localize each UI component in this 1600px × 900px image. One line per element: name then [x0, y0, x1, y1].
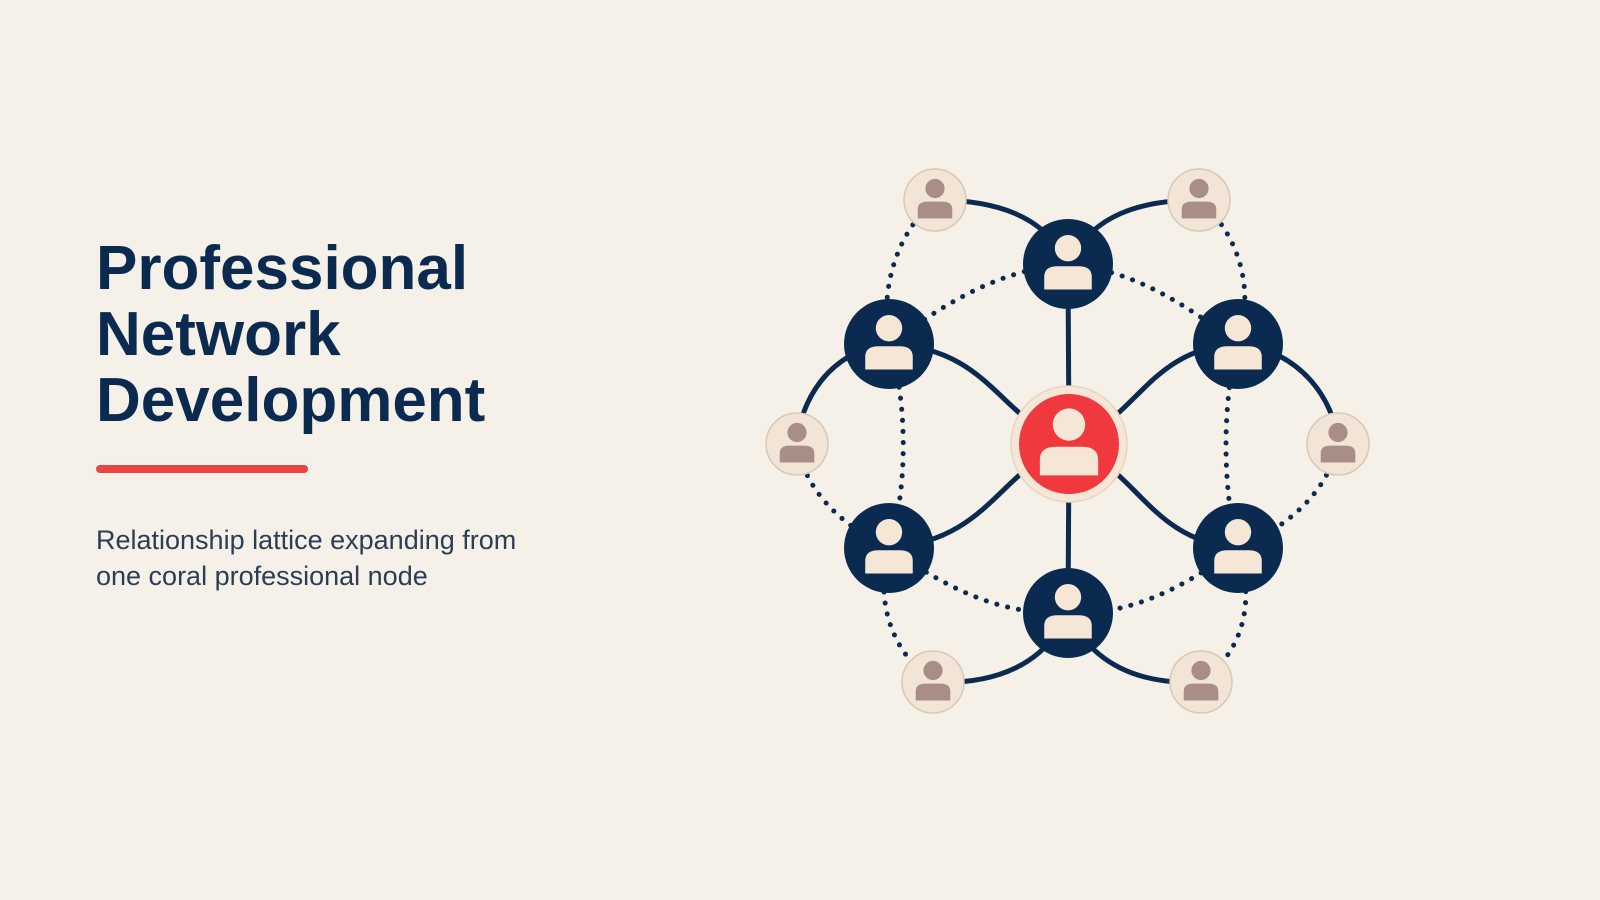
subtitle-line-1: Relationship lattice expanding from	[96, 525, 517, 555]
outer-node-left	[765, 412, 829, 476]
title-line-2: Network	[96, 300, 341, 369]
person-icon	[865, 518, 913, 574]
person-icon	[1039, 408, 1099, 476]
outer-node-bottom-left	[901, 650, 965, 714]
outer-node-top-left	[903, 168, 967, 232]
central-node	[1010, 385, 1128, 503]
dotted-connection-top-left-to-upper-left	[884, 197, 938, 347]
title-line-1: Professional	[96, 234, 469, 303]
person-icon	[917, 178, 953, 219]
dotted-connection-top-right-to-upper-right	[1196, 197, 1248, 347]
person-icon	[1183, 660, 1219, 701]
inner-node-upper-left	[844, 299, 934, 389]
person-icon	[1320, 422, 1356, 463]
inner-node-top	[1023, 219, 1113, 309]
inner-contact-nodes	[844, 219, 1283, 658]
inner-node-upper-right	[1193, 299, 1283, 389]
outer-contact-nodes	[765, 168, 1370, 714]
person-icon	[1181, 178, 1217, 219]
person-icon	[779, 422, 815, 463]
accent-divider	[96, 465, 308, 473]
person-icon	[1214, 518, 1262, 574]
page-title: Professional Network Development	[96, 236, 656, 434]
person-icon	[865, 314, 913, 370]
subtitle-line-2: one coral professional node	[96, 561, 428, 591]
subtitle: Relationship lattice expanding from one …	[96, 522, 616, 594]
person-icon	[1044, 234, 1092, 290]
inner-node-lower-right	[1193, 503, 1283, 593]
outer-node-top-right	[1167, 168, 1231, 232]
dotted-connection-lower-left-to-bottom	[886, 545, 1071, 616]
inner-node-bottom	[1023, 568, 1113, 658]
outer-node-right	[1306, 412, 1370, 476]
dotted-connection-left-to-lower-left	[794, 441, 892, 551]
person-icon	[915, 660, 951, 701]
title-line-3: Development	[96, 366, 486, 435]
person-icon	[1044, 583, 1092, 639]
person-icon	[1214, 314, 1262, 370]
outer-node-bottom-right	[1169, 650, 1233, 714]
central-node-group	[1010, 385, 1128, 503]
inner-node-lower-left	[844, 503, 934, 593]
